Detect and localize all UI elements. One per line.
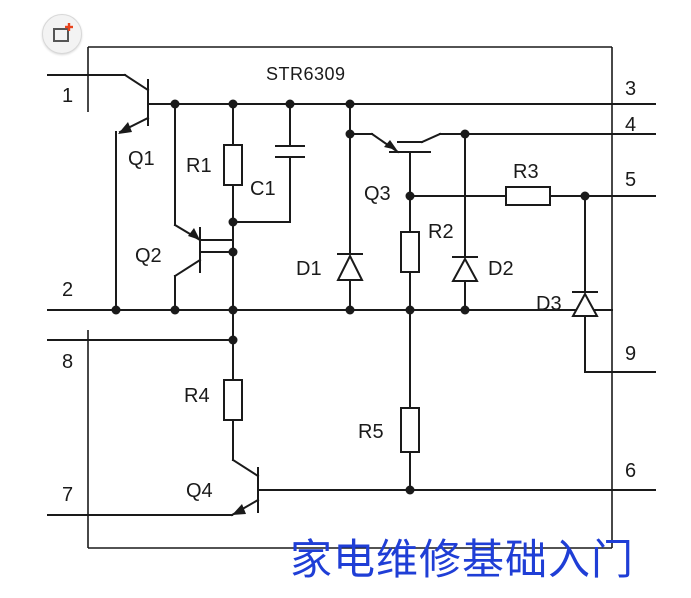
label-q4: Q4 (186, 480, 213, 502)
add-note-button[interactable] (42, 14, 82, 54)
label-q1: Q1 (128, 148, 155, 170)
resistor-r2 (400, 231, 420, 273)
capacitor-c1 (275, 145, 305, 158)
label-q2: Q2 (135, 245, 162, 267)
label-r3: R3 (513, 161, 539, 183)
label-c1: C1 (250, 178, 276, 200)
pin-label-7: 7 (62, 484, 73, 506)
resistor-r1 (223, 144, 243, 186)
pin-label-4: 4 (625, 114, 636, 136)
q2-emitter-arrow (188, 228, 200, 240)
q1-emitter-arrow (118, 122, 132, 134)
label-d1: D1 (296, 258, 322, 280)
resistor-r4 (223, 379, 243, 421)
diode-d3 (571, 291, 599, 317)
pin-label-6: 6 (625, 460, 636, 482)
diode-d2 (451, 256, 479, 282)
q4-emitter-arrow (232, 504, 246, 515)
add-note-icon (53, 23, 73, 42)
label-r1: R1 (186, 155, 212, 177)
label-q3: Q3 (364, 183, 391, 205)
pin-label-9: 9 (625, 343, 636, 365)
watermark-text: 家电维修基础入门 (290, 535, 635, 584)
pin-label-3: 3 (625, 78, 636, 100)
diode-d1 (336, 253, 364, 281)
label-d2: D2 (488, 258, 514, 280)
label-r5: R5 (358, 421, 384, 443)
resistor-r3 (505, 186, 551, 206)
junction-dots (111, 99, 590, 495)
emitter-arrows (118, 122, 397, 515)
wires (47, 73, 656, 517)
transistor-bases (147, 79, 431, 153)
pin-label-1: 1 (62, 85, 73, 107)
pin-label-2: 2 (62, 279, 73, 301)
label-r4: R4 (184, 385, 210, 407)
resistor-r5 (400, 407, 420, 453)
q3-emitter-arrow (384, 140, 397, 150)
chip-label: STR6309 (266, 64, 346, 84)
ic-border (87, 46, 613, 549)
label-r2: R2 (428, 221, 454, 243)
pin-label-5: 5 (625, 169, 636, 191)
label-d3: D3 (536, 293, 562, 315)
pin-label-8: 8 (62, 351, 73, 373)
